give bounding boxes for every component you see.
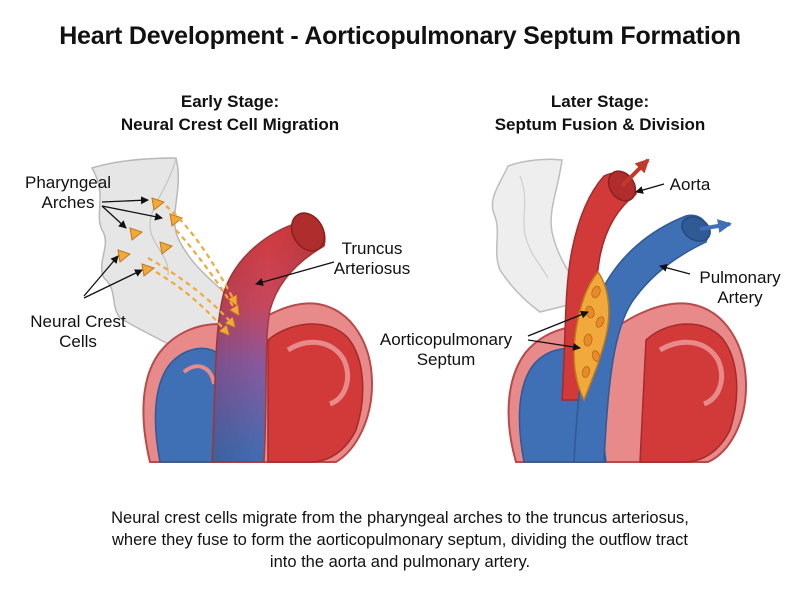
pulmonary-flow-arrow	[699, 219, 732, 233]
label-septum-line2: Septum	[417, 350, 476, 369]
label-pharyngeal-arches-line1: Pharyngeal	[25, 173, 111, 192]
pulmonary-artery-vessel	[573, 214, 709, 463]
early-stage-heading: Early Stage: Neural Crest Cell Migration	[50, 90, 410, 136]
later-stage-heading-line1: Later Stage:	[550, 92, 650, 111]
early-stage-panel: Pharyngeal Arches Neural Crest Cells Tru…	[25, 157, 411, 463]
label-pharyngeal-arches-line2: Arches	[42, 193, 95, 212]
caption-line-1: Neural crest cells migrate from the phar…	[111, 509, 689, 527]
truncus-opening	[290, 212, 326, 252]
aorta-flow-arrow	[620, 158, 650, 188]
label-neural-crest-line1: Neural Crest	[30, 312, 126, 331]
caption-line-2: where they fuse to form the aorticopulmo…	[112, 531, 688, 549]
label-pulmonary-line1: Pulmonary	[699, 268, 781, 287]
early-stage-heading-line1: Early Stage:	[180, 92, 280, 111]
septum-cells	[581, 285, 605, 378]
later-stage-heading-line2: Septum Fusion & Division	[494, 115, 706, 134]
early-stage-heading-line2: Neural Crest Cell Migration	[120, 115, 340, 134]
label-aorta: Aorta	[670, 175, 711, 194]
later-leader-lines	[527, 183, 691, 351]
caption-line-3: into the aorta and pulmonary artery.	[269, 553, 531, 571]
later-left-ventricle	[639, 323, 738, 463]
neural-crest-cells-early	[117, 197, 184, 277]
label-truncus-line2: Arteriosus	[334, 259, 411, 278]
label-neural-crest-line2: Cells	[59, 332, 97, 351]
migration-paths	[147, 205, 238, 334]
label-septum-line1: Aorticopulmonary	[380, 330, 513, 349]
later-stage-panel: Aorta Pulmonary Artery Aorticopulmonary …	[380, 158, 781, 463]
label-pulmonary-line2: Artery	[717, 288, 763, 307]
later-stage-heading: Later Stage: Septum Fusion & Division	[420, 90, 780, 136]
page-title: Heart Development - Aorticopulmonary Sep…	[59, 22, 741, 50]
label-truncus-line1: Truncus	[342, 239, 403, 258]
pulmonary-opening	[681, 216, 711, 242]
diagram-caption: Neural crest cells migrate from the phar…	[40, 507, 760, 573]
early-leader-lines	[83, 196, 335, 299]
early-left-ventricle	[267, 323, 364, 463]
